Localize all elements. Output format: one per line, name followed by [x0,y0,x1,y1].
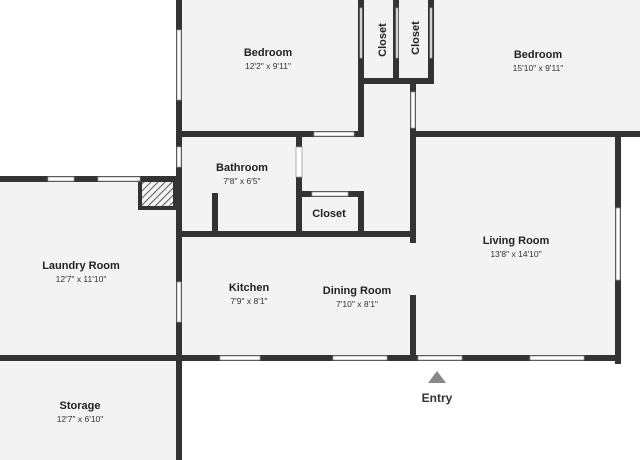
window [176,146,182,168]
wall [296,137,302,235]
window [359,7,363,59]
floor-bedroom-right [414,0,640,135]
room-name-storage: Storage [60,400,101,412]
room-name-bathroom: Bathroom [216,162,268,174]
window [395,7,399,59]
room-dims-bedroom-left: 12'2" x 9'11" [245,61,291,71]
floor-living [414,135,620,360]
room-dims-laundry: 12'7" x 11'10" [56,274,107,284]
room-name-dining: Dining Room [323,285,392,297]
window [295,146,303,178]
floor-bathroom [180,135,300,235]
window [313,131,355,137]
window [311,191,349,197]
floor-hall [300,82,414,237]
floor-storage [0,360,178,460]
room-dims-living: 13'8" x 14'10" [490,249,541,259]
room-name-laundry: Laundry Room [42,260,120,272]
room-dims-bathroom: 7'8" x 6'5" [223,176,260,186]
room-name-bedroom-right: Bedroom [514,49,563,61]
room-name-kitchen: Kitchen [229,282,270,294]
wall [410,295,416,360]
room-dims-storage: 12'7" x 6'10" [57,414,104,424]
entry-door [417,355,463,361]
floor-kitchen-dining [180,235,414,360]
entry-arrow-icon [428,371,446,383]
room-name-closet-hall: Closet [312,208,346,220]
window [615,207,621,281]
room-dims-dining: 7'10" x 8'1" [336,299,378,309]
wall [410,131,640,137]
room-name-living: Living Room [483,235,550,247]
wall [0,176,180,182]
window [97,176,141,182]
wall [358,78,434,84]
wall [176,358,182,460]
wall [176,355,621,361]
room-name-bedroom-left: Bedroom [244,47,293,59]
wall [410,78,416,243]
window [529,355,585,361]
window [429,7,433,59]
windows [47,7,621,361]
window [410,91,416,129]
wall [176,180,182,365]
window [47,176,75,182]
wall [0,355,180,361]
room-name-closet-a: Closet [377,23,389,57]
wall [358,0,364,137]
window [332,355,388,361]
wall [176,131,364,137]
room-dims-kitchen: 7'9" x 8'1" [230,296,267,306]
entry-label: Entry [422,391,453,405]
wall [358,191,364,235]
room-dims-bedroom-right: 15'10" x 9'11" [513,63,564,73]
room-name-closet-b: Closet [410,21,422,55]
window [176,29,182,101]
chimney-hatch [138,178,177,210]
wall [212,193,218,235]
window [219,355,261,361]
wall [176,231,416,237]
window [176,281,182,323]
